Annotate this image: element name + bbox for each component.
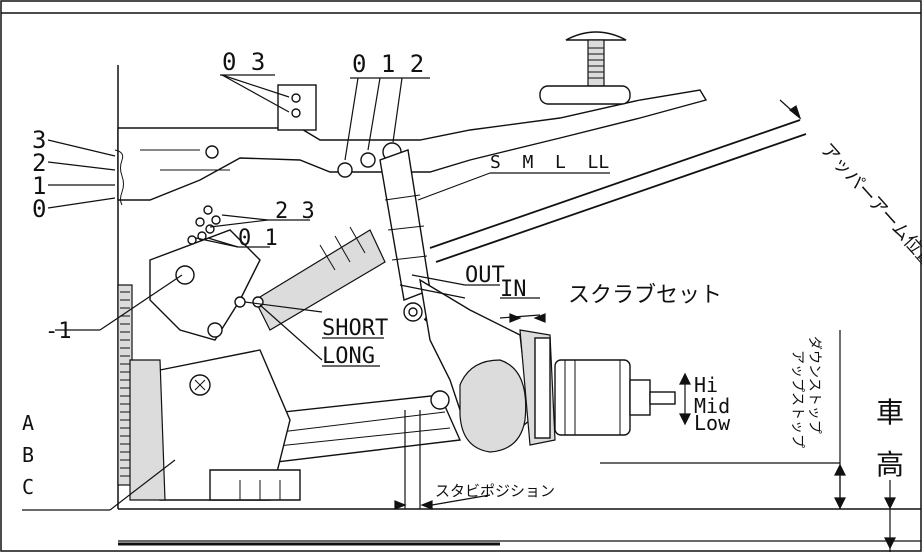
label-long: LONG <box>322 344 375 369</box>
label-left-1: 1 <box>32 172 46 200</box>
label-in: IN <box>500 277 527 302</box>
ball-joint <box>459 359 527 453</box>
label-a: A <box>22 411 34 435</box>
label-mid-01: 0 1 <box>238 226 278 251</box>
upper-mount-holes <box>337 142 402 178</box>
label-down-stop: ダウンストップ <box>806 336 822 434</box>
label-b: B <box>22 443 34 467</box>
label-left-3: 3 <box>32 126 46 154</box>
label-short: SHORT <box>322 316 388 341</box>
label-out: OUT <box>465 263 505 288</box>
label-top-03: 0 3 <box>222 48 265 76</box>
label-sizes: S M L LL <box>490 152 609 173</box>
upper-arm-rod <box>429 119 807 263</box>
label-up-stop: アップストップ <box>789 350 805 448</box>
label-underlines <box>220 74 540 367</box>
label-mid: Mid <box>694 394 730 418</box>
label-sha: 車 <box>876 396 904 429</box>
upper-chassis-plate <box>117 84 708 201</box>
label-c: C <box>22 475 34 499</box>
left-holes <box>114 145 221 245</box>
shock-absorber <box>254 149 447 337</box>
dimension-arrows <box>394 99 896 550</box>
label-top-012: 0 1 2 <box>352 50 424 78</box>
label-stabi: スタビポジション <box>435 482 555 500</box>
stop-vertical-lines <box>839 330 891 552</box>
top-screw <box>539 31 631 105</box>
label-hi: Hi <box>694 373 718 397</box>
label-low: Low <box>694 411 731 435</box>
label-ko: 高 <box>876 448 904 481</box>
label-left-0: 0 <box>32 195 46 223</box>
label-scrub: スクラブセット <box>568 283 722 308</box>
motor-cup <box>554 359 676 436</box>
label-minus1: -1 <box>45 319 72 344</box>
label-left-2: 2 <box>32 149 46 177</box>
label-mid-23: 2 3 <box>275 199 315 224</box>
leader-lines <box>22 74 610 511</box>
front-mechanism <box>129 229 301 501</box>
label-upper-arm: アッパーアーム位置 <box>816 139 922 272</box>
ground-lines <box>118 508 921 546</box>
